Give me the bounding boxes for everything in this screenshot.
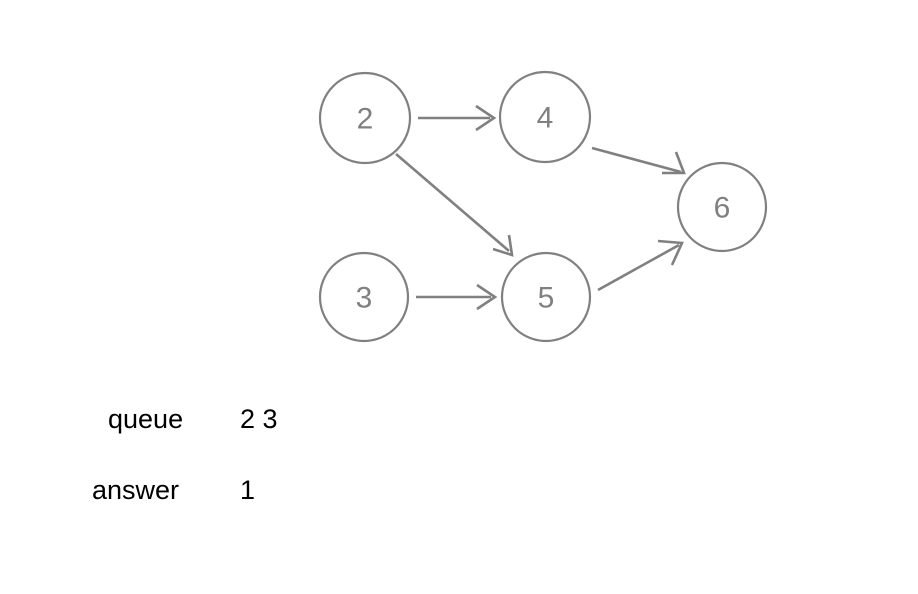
graph-node-3[interactable]: 3: [318, 251, 410, 343]
graph-node-6[interactable]: 6: [676, 161, 768, 253]
queue-value: 2 3: [240, 404, 278, 434]
node-label: 5: [538, 282, 555, 315]
node-label: 4: [537, 102, 554, 135]
node-circle: [500, 251, 592, 343]
node-group: 2 4 6 3 5: [318, 70, 768, 343]
edge-line: [395, 153, 510, 252]
arrowhead-icon: [475, 104, 497, 132]
graph-node-5[interactable]: 5: [500, 251, 592, 343]
arrowhead-icon: [476, 283, 498, 311]
queue-label: queue: [108, 404, 184, 434]
edge-group: [395, 104, 686, 311]
edge-2-to-4: [418, 104, 497, 132]
graph-node-2[interactable]: 2: [318, 71, 412, 165]
answer-label: answer: [92, 475, 180, 505]
node-label: 2: [357, 103, 374, 136]
node-label: 3: [356, 282, 373, 315]
edge-line: [597, 243, 680, 292]
node-circle: [318, 251, 410, 343]
arrowhead-icon: [492, 234, 514, 257]
edge-3-to-5: [416, 283, 498, 311]
edge-5-to-6: [597, 239, 684, 292]
node-circle: [676, 161, 768, 253]
edge-4-to-6: [591, 146, 686, 175]
edge-line: [591, 146, 682, 174]
node-circle: [318, 71, 412, 165]
graph-node-4[interactable]: 4: [498, 70, 592, 164]
answer-value: 1: [240, 475, 256, 505]
arrowhead-icon: [657, 239, 684, 266]
arrowhead-icon: [662, 151, 686, 175]
node-label: 6: [714, 192, 731, 225]
node-circle: [498, 70, 592, 164]
edge-2-to-5: [395, 153, 514, 257]
